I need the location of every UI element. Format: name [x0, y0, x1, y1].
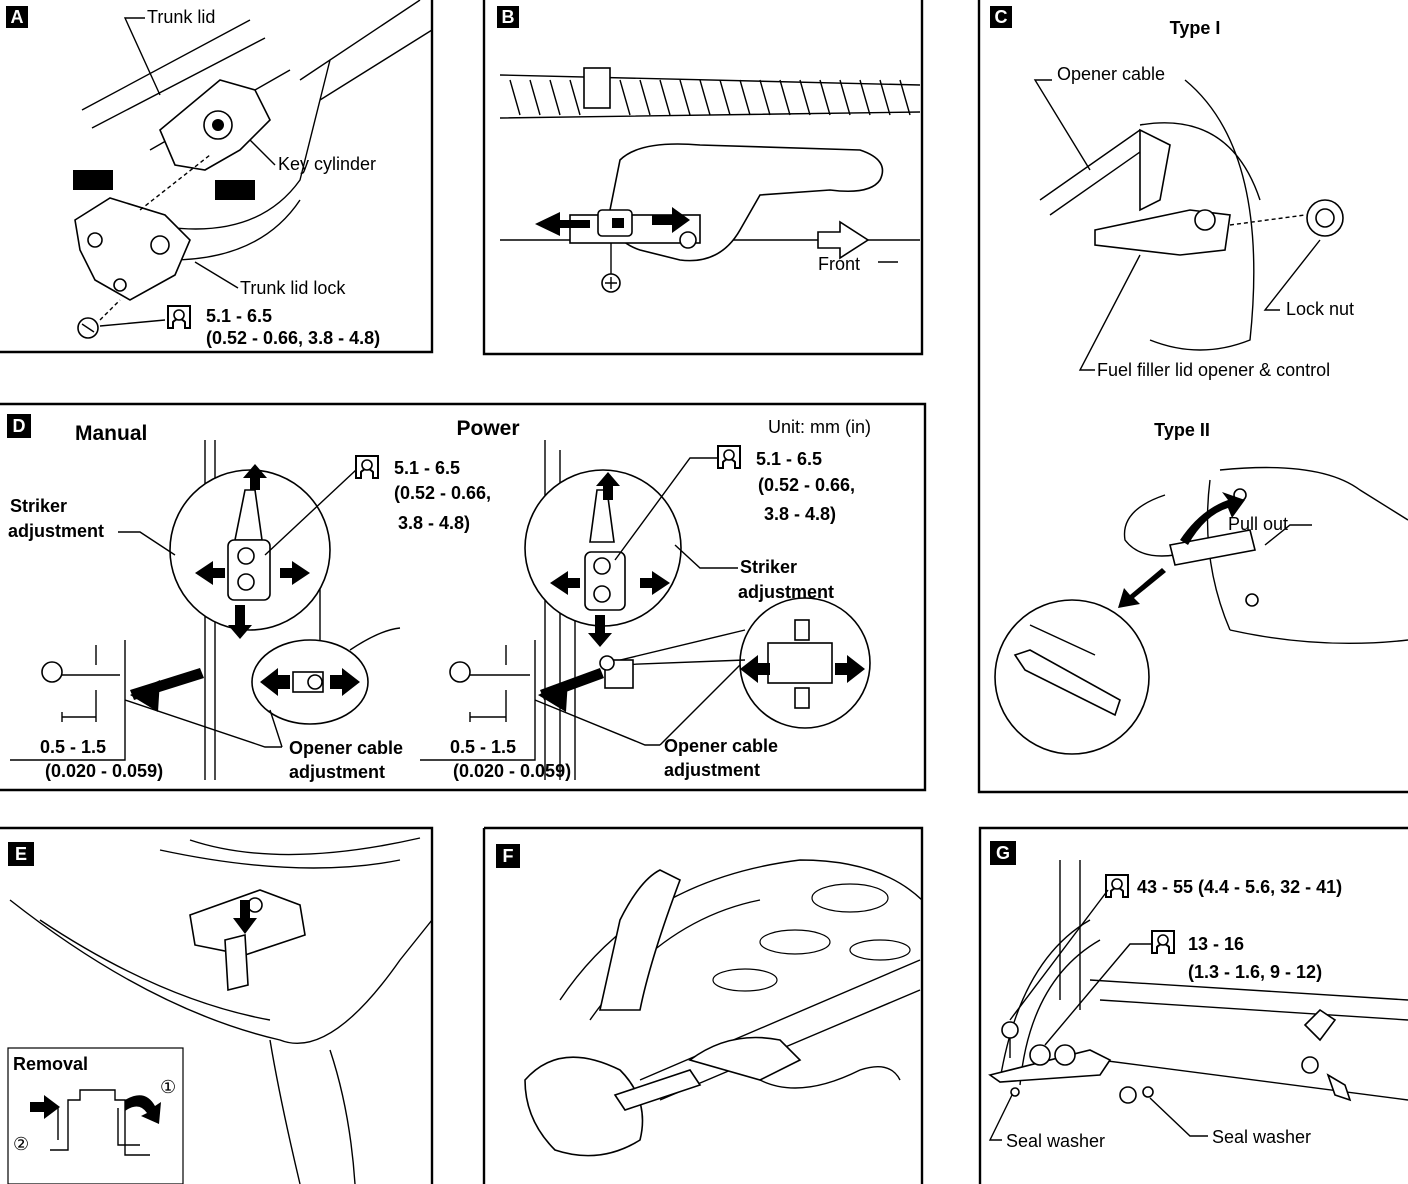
- panel-e: E Removal ① ②: [0, 826, 434, 1184]
- manual-label: Manual: [75, 422, 147, 445]
- power-opener-adj-line1: Opener cable: [664, 736, 778, 756]
- manual-opener-adj-line2: adjustment: [289, 762, 385, 782]
- panel-a: A Trunk lid Key cylinder Trunk lid lock …: [0, 0, 434, 354]
- fuel-filler-label: Fuel filler lid opener & control: [1097, 360, 1330, 380]
- panel-g-badge: [990, 841, 1016, 865]
- manual-gap-range: 0.5 - 1.5: [40, 737, 106, 757]
- panel-e-letter: E: [15, 844, 27, 864]
- type-ii-label: Type II: [1154, 420, 1210, 440]
- trunk-lid-lock-label: Trunk lid lock: [240, 278, 346, 298]
- power-opener-adj-line2: adjustment: [664, 760, 760, 780]
- panel-b-letter: B: [502, 7, 515, 27]
- panel-a-badge: [6, 6, 28, 28]
- panel-g-letter: G: [996, 843, 1010, 863]
- manual-gap-units: (0.020 - 0.059): [45, 761, 163, 781]
- power-striker-adj-line2: adjustment: [738, 582, 834, 602]
- type-i-label: Type I: [1170, 18, 1221, 38]
- panel-d-letter: D: [13, 416, 26, 436]
- panel-c-badge: [990, 6, 1012, 28]
- manual-torque-units: (0.52 - 0.66,: [394, 483, 491, 503]
- step-2-marker: ②: [13, 1134, 29, 1154]
- panel-a-torque-range: 5.1 - 6.5: [206, 306, 272, 326]
- panel-c-letter: C: [995, 7, 1008, 27]
- torque-wrench-icon: [167, 305, 191, 329]
- power-gap-units: (0.020 - 0.059): [453, 761, 571, 781]
- panel-g: G 43 - 55 (4.4 - 5.6, 32 - 41) 13 - 16 (…: [978, 826, 1408, 1184]
- g-torque-icon-1: [1105, 874, 1129, 898]
- panel-a-letter: A: [11, 7, 24, 27]
- panel-f-letter: F: [503, 846, 514, 866]
- manual-striker-adj-line1: Striker: [10, 496, 67, 516]
- trunk-lid-label: Trunk lid: [147, 7, 215, 27]
- removal-label: Removal: [13, 1054, 88, 1074]
- pull-out-label: Pull out: [1228, 514, 1288, 534]
- opener-cable-label: Opener cable: [1057, 64, 1165, 84]
- step-1-marker: ①: [160, 1077, 176, 1097]
- panel-f: F: [482, 826, 924, 1184]
- g-torque-icon-2: [1151, 930, 1175, 954]
- manual-torque-units2: 3.8 - 4.8): [398, 513, 470, 533]
- lock-nut-label: Lock nut: [1286, 299, 1354, 319]
- g-torque-2a: 13 - 16: [1188, 934, 1244, 954]
- key-cylinder-label: Key cylinder: [278, 154, 376, 174]
- power-label: Power: [456, 417, 519, 440]
- panel-c: C Type I Opener cable Lock nut Fuel fill…: [977, 0, 1408, 794]
- panel-d: D Manual Power Unit: mm (in) 0.5 - 1.5 (…: [0, 402, 927, 792]
- power-striker-adj-line1: Striker: [740, 557, 797, 577]
- seal-washer-left-label: Seal washer: [1006, 1131, 1105, 1151]
- power-torque-units2: 3.8 - 4.8): [764, 504, 836, 524]
- manual-striker-adj-line2: adjustment: [8, 521, 104, 541]
- manual-torque-range: 5.1 - 6.5: [394, 458, 460, 478]
- power-gap-range: 0.5 - 1.5: [450, 737, 516, 757]
- manual-opener-adj-line1: Opener cable: [289, 738, 403, 758]
- power-torque-icon: [717, 445, 741, 469]
- power-torque-range: 5.1 - 6.5: [756, 449, 822, 469]
- power-torque-units: (0.52 - 0.66,: [758, 475, 855, 495]
- front-label: Front: [818, 254, 860, 274]
- panel-f-badge: [496, 844, 520, 868]
- panel-a-torque-units: (0.52 - 0.66, 3.8 - 4.8): [206, 328, 380, 348]
- manual-torque-icon: [355, 455, 379, 479]
- seal-washer-right-label: Seal washer: [1212, 1127, 1311, 1147]
- g-torque-2b: (1.3 - 1.6, 9 - 12): [1188, 962, 1322, 982]
- panel-e-badge: [8, 842, 34, 866]
- g-torque-1: 43 - 55 (4.4 - 5.6, 32 - 41): [1137, 877, 1342, 897]
- panel-d-badge: [7, 414, 31, 438]
- panel-b: B Front: [482, 0, 924, 356]
- panel-b-badge: [497, 6, 519, 28]
- unit-label: Unit: mm (in): [768, 417, 871, 437]
